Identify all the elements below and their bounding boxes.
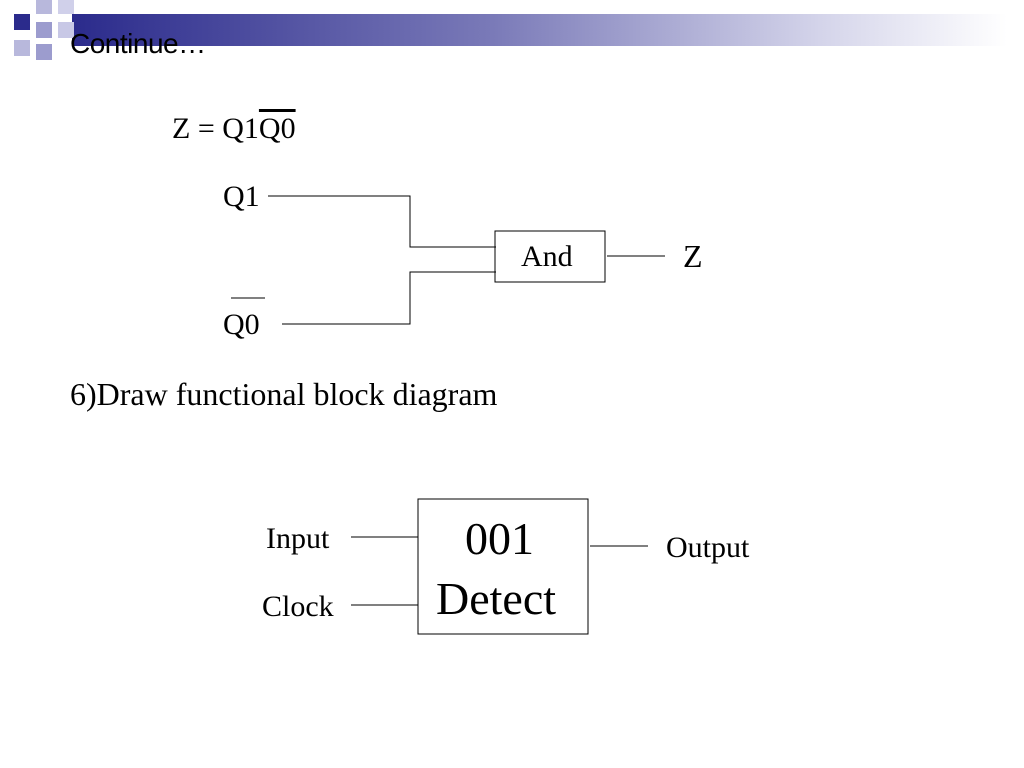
equation-lhs: Z = Q1 [172, 112, 259, 145]
output-z-label: Z [683, 238, 703, 274]
wire-q0 [282, 271, 496, 325]
and-gate-box [494, 230, 606, 283]
input-label: Input [266, 522, 330, 555]
decor-square [36, 44, 52, 60]
slide-title: Continue… [70, 28, 206, 59]
equation: Z = Q1Q0 [172, 112, 296, 146]
block-line-2: Detect [436, 573, 557, 624]
wire-q1 [268, 195, 496, 248]
step-heading: 6)Draw functional block diagram [70, 376, 498, 412]
equation-barred-term: Q0 [258, 112, 296, 145]
input-q1-label: Q1 [223, 180, 260, 213]
clock-label: Clock [262, 590, 334, 623]
decor-square [36, 0, 52, 14]
decor-square [36, 22, 52, 38]
detect-block-box [417, 498, 589, 635]
output-label: Output [666, 531, 750, 564]
decor-square [58, 22, 74, 38]
decor-square [58, 0, 74, 14]
block-line-1: 001 [465, 513, 534, 564]
and-gate-label: And [521, 240, 573, 273]
decor-square [14, 40, 30, 56]
decor-square [14, 14, 30, 30]
title-accent-bar [72, 14, 1007, 46]
input-q0-label: Q0 [223, 308, 260, 341]
